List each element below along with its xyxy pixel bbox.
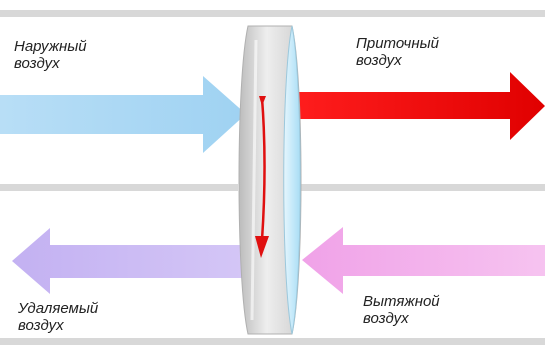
exhaust-air-label: Удаляемый воздух: [18, 300, 98, 334]
exhaust-air-arrow: [12, 228, 246, 294]
extract-air-label: Вытяжной воздух: [363, 293, 440, 327]
supply-air-label-line2: воздух: [356, 52, 402, 69]
supply-air-label-line1: Приточный: [356, 35, 439, 52]
supply-air-arrow: [294, 72, 545, 140]
outdoor-air-label: Наружный воздух: [14, 38, 87, 72]
rotation-arrow: [260, 97, 266, 241]
extract-air-label-line2: воздух: [363, 310, 409, 327]
extract-air-arrow: [302, 227, 545, 294]
outdoor-air-arrow: [0, 76, 246, 153]
duct-line-middle-left: [0, 184, 238, 191]
rotation-arrow-tail: [259, 96, 266, 106]
exhaust-air-label-line1: Удаляемый: [18, 300, 99, 317]
rotation-arrowhead: [255, 236, 269, 258]
duct-line-bottom: [0, 338, 545, 345]
wheel-face: [283, 25, 301, 335]
duct-lines: [0, 10, 545, 345]
duct-line-top: [0, 10, 545, 17]
outdoor-air-label-line1: Наружный: [14, 38, 87, 55]
wheel-highlight: [250, 39, 258, 321]
rotary-heat-exchanger: [238, 25, 302, 335]
duct-line-middle-right: [290, 184, 545, 191]
supply-air-label: Приточный воздух: [356, 35, 439, 69]
outdoor-air-label-line2: воздух: [14, 55, 60, 72]
exhaust-air-label-line2: воздух: [18, 317, 64, 334]
extract-air-label-line1: Вытяжной: [363, 293, 440, 310]
